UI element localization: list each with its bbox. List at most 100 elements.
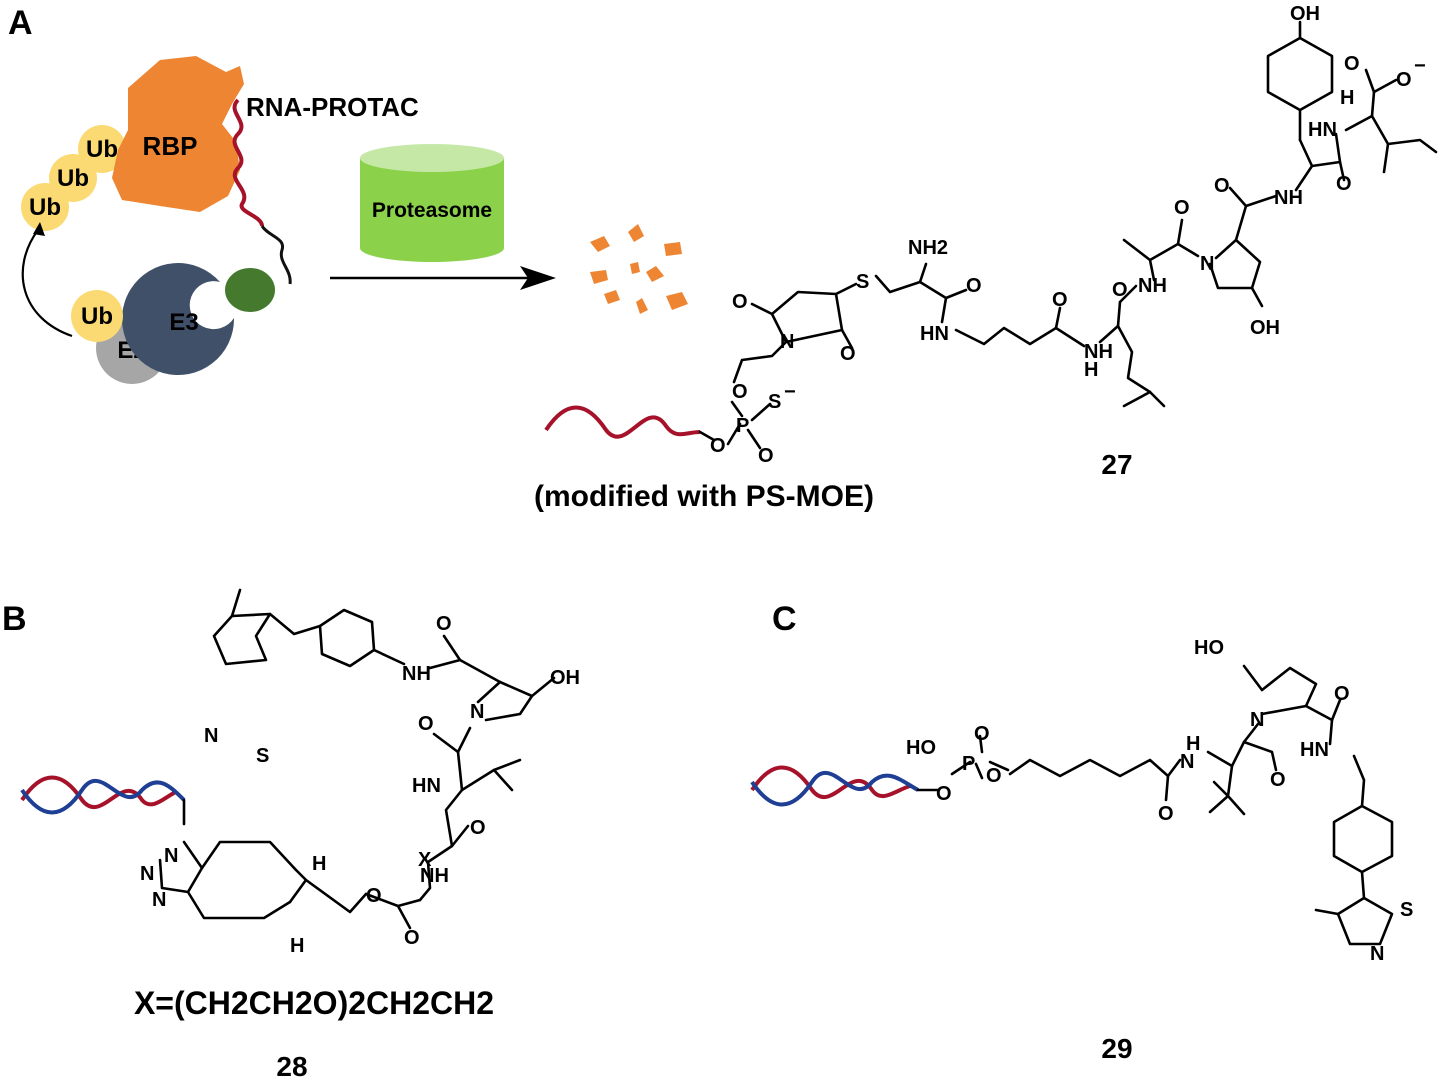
atom-h: H — [1084, 359, 1098, 381]
atom-o: O — [974, 723, 990, 745]
compound-27-structure — [544, 20, 1438, 450]
e3-label: E3 — [169, 309, 198, 336]
panel-label-a: A — [8, 4, 33, 42]
atom-o: O — [1214, 175, 1230, 197]
atom-o: O — [1344, 53, 1360, 75]
atom-n: N — [470, 701, 484, 723]
atom-o: O — [710, 435, 726, 457]
atom-s: S — [1400, 899, 1413, 921]
rbp-label: RBP — [143, 131, 198, 161]
atom-n: N — [204, 725, 218, 747]
rna-protac-label: RNA-PROTAC — [246, 92, 419, 122]
atom-hn: HN — [1300, 739, 1329, 761]
atom-nh: NH — [1274, 187, 1303, 209]
panel-label-c: C — [772, 600, 797, 638]
atom-o: O — [1112, 279, 1128, 301]
atom-s: S — [768, 391, 781, 413]
peptide-fragments — [590, 224, 688, 314]
ubiquitin-chain: Ub Ub Ub — [21, 125, 126, 231]
compound-27-label: 27 — [1101, 449, 1132, 480]
atom-oh: OH — [1290, 3, 1320, 25]
fragment-shape — [646, 266, 664, 282]
atom-o: O — [1396, 69, 1412, 91]
x-definition: X=(CH2CH2O)2CH2CH2 — [134, 985, 494, 1021]
atom-hn: HN — [412, 775, 441, 797]
atom-o: O — [1174, 197, 1190, 219]
linker-strand — [260, 225, 292, 285]
atom-o: O — [936, 783, 952, 805]
e3-ligand-shape — [225, 268, 275, 312]
atom-hn: HN — [920, 323, 949, 345]
compound-29-structure — [750, 664, 1394, 946]
atom-oh: OH — [550, 667, 580, 689]
atom-n: N — [164, 845, 178, 867]
rna-strand — [232, 98, 264, 227]
atom-o: O — [436, 613, 452, 635]
atom-nh: NH — [420, 865, 449, 887]
atom-ho: HO — [1194, 637, 1224, 659]
fragment-shape — [664, 242, 682, 256]
compound-29-label: 29 — [1101, 1033, 1132, 1064]
ub-label: Ub — [29, 194, 61, 221]
ub-label: Ub — [86, 136, 118, 163]
atom-h: H — [1186, 733, 1200, 755]
fragment-shape — [636, 298, 648, 314]
proteasome-cylinder — [360, 144, 504, 262]
ub-label: Ub — [81, 303, 113, 330]
atom-nh: NH — [1084, 341, 1113, 363]
atom-o: O — [418, 713, 434, 735]
fragment-shape — [590, 236, 610, 252]
atom-p: P — [736, 415, 749, 437]
proteasome-label: Proteasome — [372, 199, 492, 222]
atom-o: O — [840, 343, 856, 365]
atom-ho: HO — [906, 737, 936, 759]
atom-n: N — [140, 863, 154, 885]
atom-o: O — [1158, 803, 1174, 825]
charge-minus: − — [1414, 55, 1426, 77]
panel-label-b: B — [2, 600, 27, 638]
rna-strand — [544, 405, 701, 439]
atom-hn: HN — [1308, 119, 1337, 141]
atom-n: N — [1370, 943, 1384, 965]
atom-n: N — [1180, 751, 1194, 773]
compound-28-label: 28 — [276, 1051, 307, 1082]
compound-27-note: (modified with PS-MOE) — [534, 480, 874, 513]
atom-o: O — [1334, 683, 1350, 705]
atom-x: X — [418, 849, 432, 871]
ubiquitin-circle — [71, 290, 123, 342]
ubiquitin-circle — [49, 154, 97, 202]
atom-o: O — [732, 381, 748, 403]
rbp-protein-shape — [112, 56, 244, 212]
atom-o: O — [732, 291, 748, 313]
atom-o: O — [986, 765, 1002, 787]
atom-p: P — [962, 753, 975, 775]
compound-28-structure — [20, 588, 556, 930]
atom-o: O — [1336, 173, 1352, 195]
atom-s: S — [856, 271, 869, 293]
arrow-head-icon — [33, 222, 45, 236]
fragment-shape — [630, 262, 640, 274]
atom-n: N — [780, 331, 794, 353]
fragment-shape — [604, 290, 620, 304]
atom-o: O — [404, 927, 420, 949]
atom-nh2: NH2 — [908, 237, 948, 259]
atom-n: N — [1250, 709, 1264, 731]
atom-o: O — [1270, 769, 1286, 791]
fragment-shape — [666, 292, 688, 310]
atom-nh: NH — [1138, 275, 1167, 297]
atom-h: H — [312, 853, 326, 875]
fragment-shape — [590, 270, 608, 284]
atom-o: O — [366, 885, 382, 907]
arrow-head-icon — [520, 266, 556, 290]
atom-h: H — [1340, 87, 1354, 109]
atom-n: N — [1200, 253, 1214, 275]
ub-label: Ub — [57, 165, 89, 192]
ubiquitin-circle — [78, 125, 126, 173]
atom-o: O — [470, 817, 486, 839]
ubiquitin-transfer-arrow — [21, 229, 73, 338]
atom-n: N — [152, 889, 166, 911]
atom-s: S — [256, 745, 269, 767]
atom-oh: OH — [1250, 317, 1280, 339]
atom-o: O — [1052, 289, 1068, 311]
